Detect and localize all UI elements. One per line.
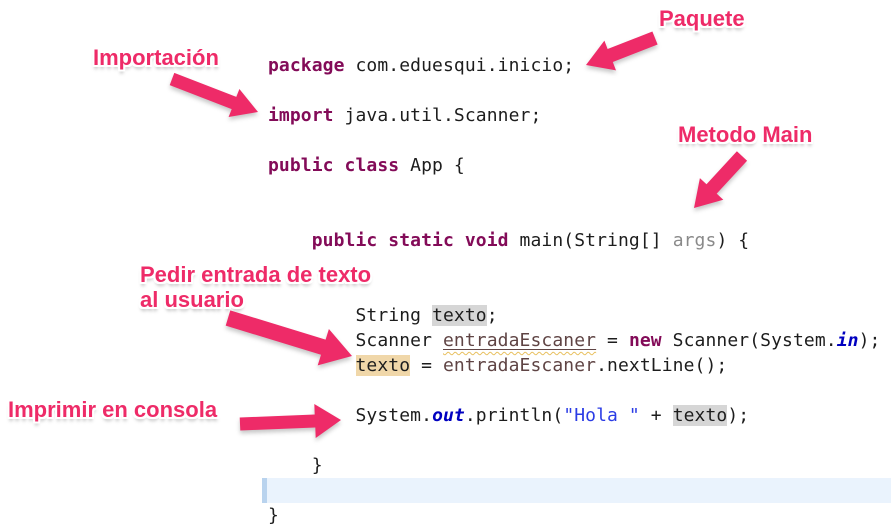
code-token: new [628, 330, 662, 351]
code-token: import [268, 105, 334, 126]
code-token: com.eduesqui.inicio; [344, 55, 575, 76]
code-line[interactable]: String texto; [0, 303, 891, 328]
code-line[interactable] [0, 78, 891, 103]
code-token: String [268, 305, 433, 326]
code-token: public static void [311, 230, 509, 251]
code-line[interactable]: Scanner entradaEscaner = new Scanner(Sys… [0, 328, 891, 353]
code-token: entradaEscaner [443, 355, 597, 376]
code-token: main(String[] [508, 230, 673, 251]
code-line[interactable]: import java.util.Scanner; [0, 103, 891, 128]
code-token: public class [268, 155, 400, 176]
code-line[interactable] [0, 203, 891, 228]
label-pedir-entrada: Pedir entrada de texto al usuario [140, 262, 371, 312]
code-line[interactable]: public class App { [0, 153, 891, 178]
code-token: texto [432, 305, 487, 326]
code-token: Scanner(System. [661, 330, 837, 351]
code-line[interactable] [0, 428, 891, 453]
code-token: .nextLine(); [596, 355, 728, 376]
code-area[interactable]: package com.eduesqui.inicio; import java.… [0, 53, 891, 528]
code-token: } [268, 505, 279, 526]
code-token: } [268, 455, 323, 476]
code-line[interactable]: texto = entradaEscaner.nextLine(); [0, 353, 891, 378]
code-token: = [410, 355, 443, 376]
code-token: texto [672, 405, 728, 426]
code-token: Scanner [268, 330, 443, 351]
code-line[interactable] [0, 178, 891, 203]
label-paquete: Paquete [659, 6, 745, 31]
code-token: .println( [464, 405, 564, 426]
code-token: texto [355, 355, 411, 376]
label-metodo-main: Metodo Main [678, 122, 813, 147]
code-line[interactable]: } [0, 503, 891, 528]
code-token: ); [727, 405, 750, 426]
code-token: in [836, 330, 859, 351]
code-token [268, 355, 356, 376]
code-token: System. [268, 405, 433, 426]
label-pedir-entrada-line2: al usuario [140, 287, 244, 312]
code-line[interactable]: public static void main(String[] args) { [0, 228, 891, 253]
code-token: + [639, 405, 673, 426]
code-token: entradaEscaner [443, 330, 597, 351]
code-line[interactable]: System.out.println("Hola " + texto); [0, 403, 891, 428]
code-token: App { [399, 155, 465, 176]
code-token [268, 230, 312, 251]
code-token: ) { [716, 230, 750, 251]
code-token: ); [858, 330, 881, 351]
code-token: java.util.Scanner; [333, 105, 542, 126]
label-imprimir: Imprimir en consola [8, 397, 218, 422]
code-line[interactable]: package com.eduesqui.inicio; [0, 53, 891, 78]
code-token: out [432, 405, 465, 426]
label-pedir-entrada-line1: Pedir entrada de texto [140, 262, 372, 287]
code-token: "Hola " [563, 405, 640, 426]
code-token: args [672, 230, 717, 251]
code-token: package [268, 55, 345, 76]
code-token: = [596, 330, 629, 351]
code-line[interactable] [0, 253, 891, 278]
label-importacion: Importación [93, 45, 219, 70]
code-line[interactable]: } [0, 453, 891, 478]
code-token: ; [486, 305, 498, 326]
current-line-highlight[interactable] [0, 478, 891, 503]
code-line[interactable] [0, 278, 891, 303]
